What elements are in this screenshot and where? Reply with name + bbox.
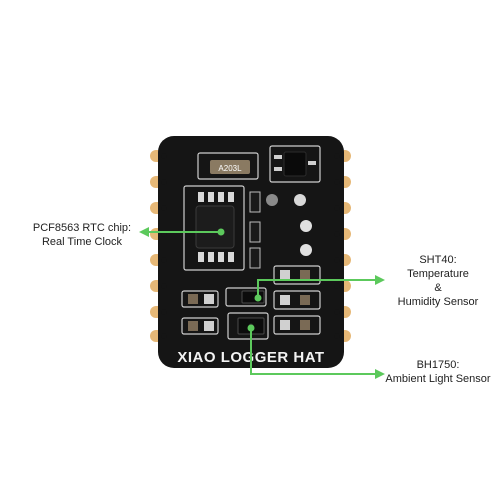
sht-callout-line1: SHT40: — [419, 254, 457, 266]
sht-callout-line3: & — [434, 282, 442, 294]
sht-callout-line4: Humidity Sensor — [397, 296, 479, 308]
silkscreen-frames — [181, 145, 321, 340]
rtc-callout-line1: PCF8563 RTC chip: — [32, 222, 132, 234]
sht-callout-line2: Temperature — [407, 268, 469, 280]
bh-callout-line2: Ambient Light Sensor — [385, 373, 491, 385]
rtc-callout-line2: Real Time Clock — [41, 236, 123, 248]
crystal-marking: A203L — [218, 164, 242, 173]
sht-leader — [254, 275, 385, 302]
rtc-chip — [195, 205, 235, 249]
bh-leader — [247, 324, 385, 379]
top-right-ic-pins — [274, 155, 316, 171]
bh-callout-line1: BH1750: — [416, 359, 460, 371]
crystal-component — [210, 160, 250, 174]
sht-callout-label: SHT40: Temperature & Humidity Sensor — [388, 253, 488, 309]
castellation-holes — [161, 153, 340, 339]
bh-callout-label: BH1750: Ambient Light Sensor — [382, 358, 494, 386]
rtc-callout-label: PCF8563 RTC chip: Real Time Clock — [22, 221, 142, 249]
top-right-ic — [283, 151, 307, 177]
passive-components — [188, 191, 312, 331]
rtc-chip-pads — [198, 192, 234, 262]
rtc-leader — [139, 227, 225, 237]
